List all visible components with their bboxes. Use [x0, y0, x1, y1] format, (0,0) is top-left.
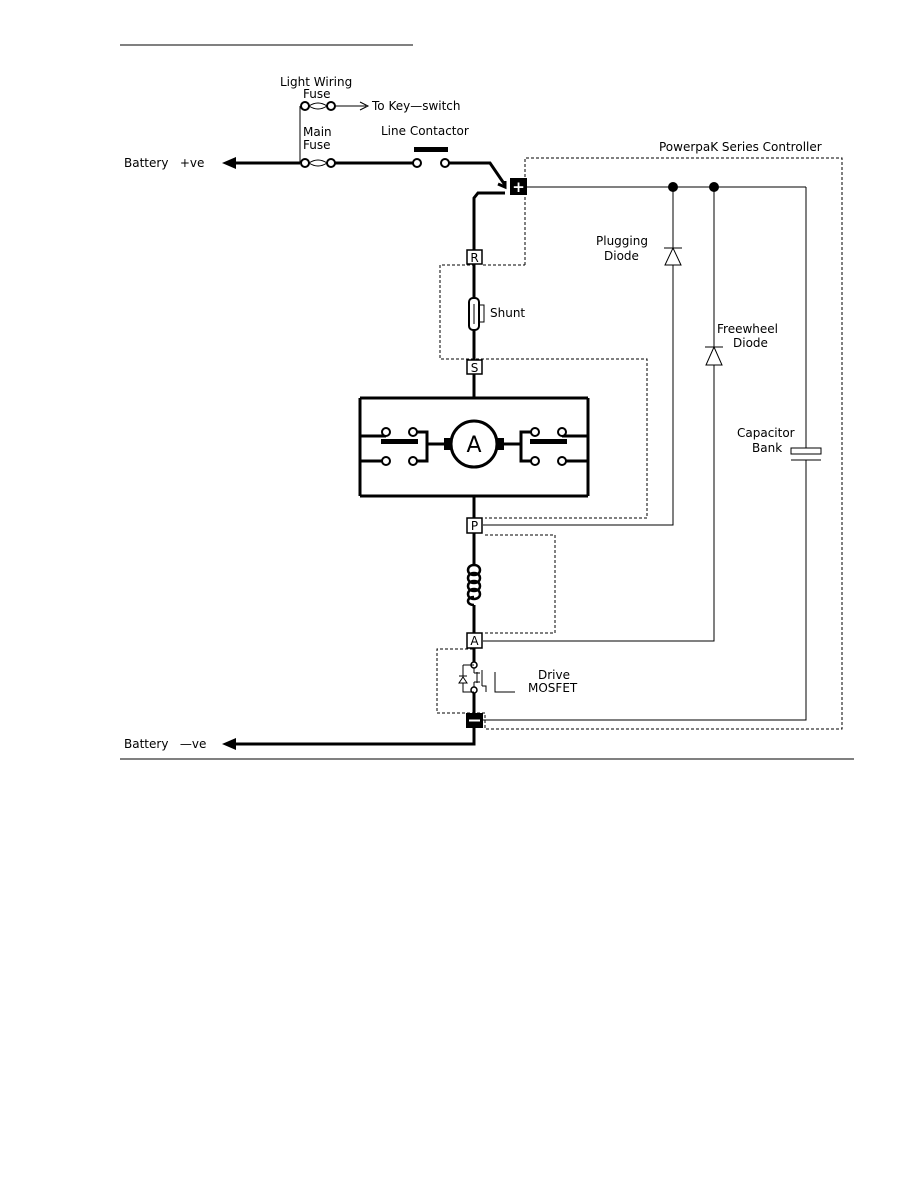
main-fuse-label-2: Fuse	[303, 138, 331, 152]
positive-bus	[527, 182, 806, 192]
drive-mosfet-label: Drive	[538, 668, 570, 682]
drive-mosfet-label-2: MOSFET	[528, 681, 578, 695]
light-wiring-fuse-label: Light Wiring	[280, 75, 352, 89]
line-contactor-label: Line Contactor	[381, 124, 469, 138]
freewheel-diode-label-2: Diode	[733, 336, 768, 350]
terminal-a: A	[466, 632, 483, 649]
main-power-wire	[222, 191, 505, 750]
svg-text:A: A	[470, 634, 479, 648]
field-coil	[466, 563, 482, 607]
freewheel-diode-label: Freewheel	[717, 322, 778, 336]
plugging-diode-label: Plugging	[596, 234, 648, 248]
shunt-label: Shunt	[490, 306, 525, 320]
svg-text:R: R	[470, 251, 478, 265]
terminal-s: S	[466, 359, 483, 375]
capacitor-bank-label: Capacitor	[737, 426, 795, 440]
terminal-p: P	[466, 517, 483, 534]
to-key-switch-label: To Key—switch	[371, 99, 461, 113]
controller-boundary	[436, 157, 843, 730]
line-contactor	[412, 147, 450, 168]
motor-armature-icon	[449, 419, 499, 469]
battery-positive-wire	[222, 157, 507, 190]
drive-mosfet	[458, 661, 515, 694]
plugging-diode-label-2: Diode	[604, 249, 639, 263]
light-wiring-fuse-label-2: Fuse	[303, 87, 331, 101]
shunt	[468, 297, 485, 331]
motor-armature-label: A	[466, 433, 481, 458]
main-fuse	[300, 158, 336, 168]
light-wiring-fuse	[299, 101, 370, 163]
plugging-diode	[483, 187, 682, 526]
freewheel-diode	[483, 187, 723, 642]
controller-label: PowerpaK Series Controller	[659, 140, 822, 154]
battery-positive-label: Battery +ve	[124, 156, 204, 170]
terminal-negative: —	[466, 713, 483, 728]
battery-negative-label: Battery —ve	[124, 737, 206, 751]
main-fuse-label: Main	[303, 125, 332, 139]
svg-text:S: S	[471, 361, 479, 375]
capacitor-bank-label-2: Bank	[752, 441, 782, 455]
terminal-r: R	[466, 249, 483, 265]
capacitor-bank	[483, 187, 822, 721]
terminal-positive: +	[510, 178, 527, 196]
motor-assembly: A	[358, 396, 590, 498]
svg-text:P: P	[471, 519, 478, 533]
svg-text:+: +	[512, 178, 525, 196]
